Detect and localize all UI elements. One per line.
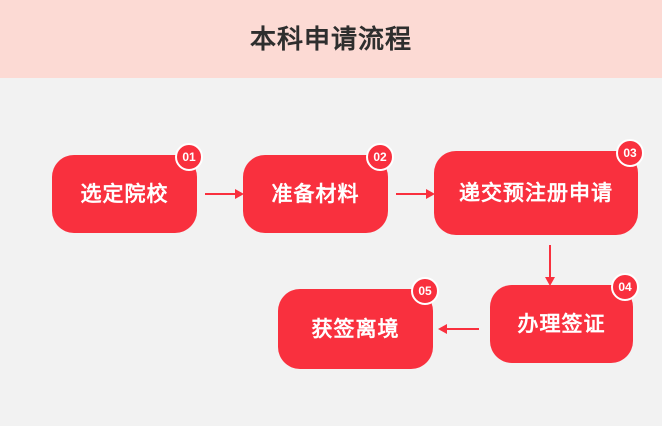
flow-step-4[interactable]: 办理签证 04: [490, 273, 639, 363]
arrow-step1-to-step2-icon: [205, 189, 244, 199]
flow-step-2-number-badge: 02: [366, 143, 394, 171]
flow-step-3-number-badge: 03: [616, 139, 644, 167]
arrow-step2-to-step3-icon: [396, 189, 435, 199]
flowchart-canvas: 选定院校 01 准备材料 02 递交预注册申请 03 办理签证 04 获签离境 …: [0, 78, 662, 426]
arrow-step4-to-step5-icon: [438, 324, 479, 334]
flow-step-5[interactable]: 获签离境 05: [278, 277, 439, 369]
arrow-step3-to-step4-icon: [545, 245, 555, 286]
flow-step-1[interactable]: 选定院校 01: [52, 143, 203, 233]
flow-step-1-number-badge: 01: [175, 143, 203, 171]
flow-step-1-label: 选定院校: [80, 182, 169, 206]
page-title: 本科申请流程: [249, 24, 412, 54]
flow-step-4-label: 办理签证: [517, 312, 606, 336]
flow-step-3[interactable]: 递交预注册申请 03: [434, 139, 644, 235]
page-header: 本科申请流程: [0, 0, 662, 78]
flow-step-2-label: 准备材料: [271, 182, 360, 206]
flow-step-2[interactable]: 准备材料 02: [243, 143, 394, 233]
flow-step-3-label: 递交预注册申请: [459, 181, 613, 205]
flow-step-4-number-badge: 04: [611, 273, 639, 301]
flow-step-5-number-badge: 05: [411, 277, 439, 305]
flow-step-5-label: 获签离境: [311, 317, 400, 341]
